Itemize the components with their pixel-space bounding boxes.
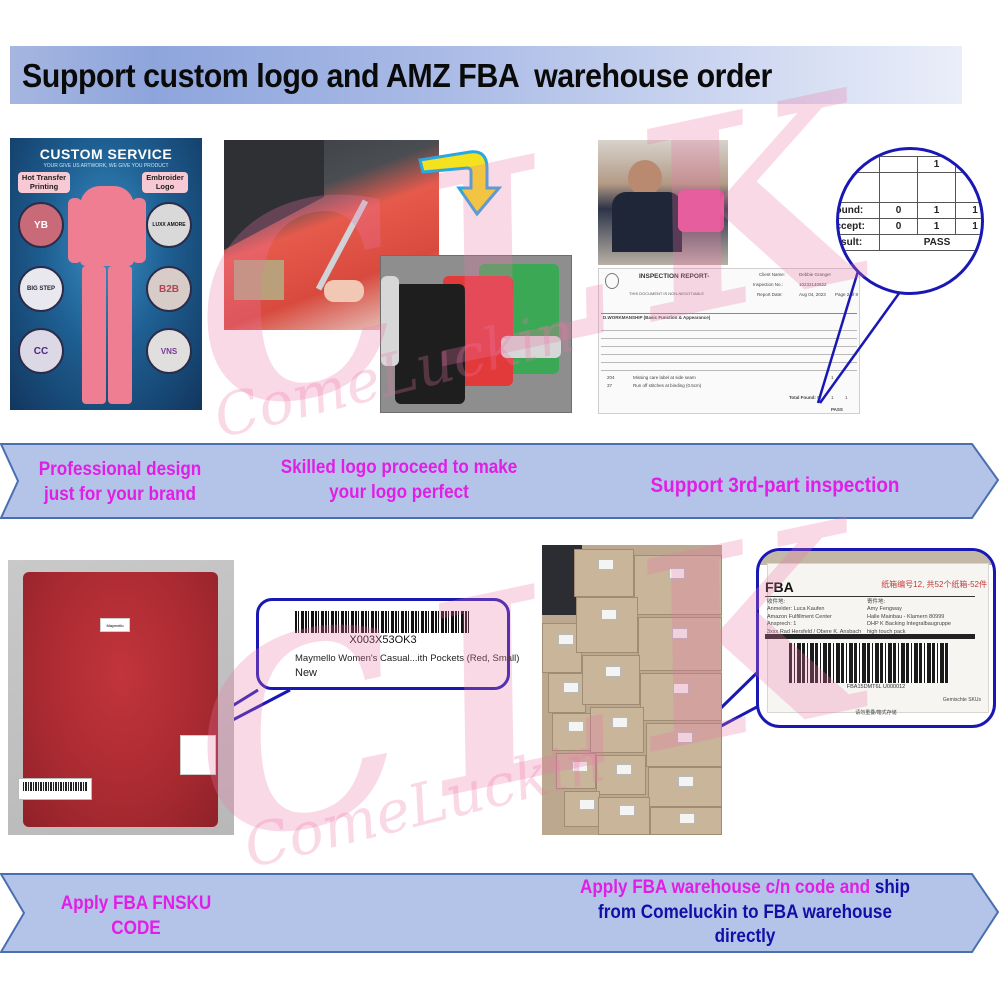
- client-name: Debbie Granger: [799, 272, 832, 277]
- inspector-head: [628, 160, 662, 196]
- found-label: ound:: [839, 202, 880, 219]
- black-jacket: [395, 284, 465, 404]
- report-notice: THIS DOCUMENT IS NON-NEGOTIABLE: [629, 291, 705, 296]
- pants-leg-right: [108, 266, 132, 404]
- varsity-jackets-photo: [380, 255, 572, 413]
- defect-desc-1: Missing care label at side seam: [633, 375, 696, 380]
- hoodie-sleeve-right: [132, 198, 146, 263]
- band1-item-logo: Skilled logo proceed to make your logo p…: [280, 457, 518, 503]
- result-pass: PASS: [879, 234, 981, 251]
- defect-code-1: 204: [607, 375, 615, 380]
- custom-service-heading: CUSTOM SERVICE: [39, 146, 173, 162]
- report-result: PASS: [831, 407, 843, 412]
- workmanship-section: D.WORKMANSHIP (Basic Function & Appearan…: [603, 315, 711, 320]
- inspection-report: INSPECTION REPORT- THIS DOCUMENT IS NON-…: [598, 268, 860, 414]
- bureau-veritas-logo: [605, 273, 619, 289]
- fba-carton-number: 纸箱编号12, 共52个纸箱-52件: [881, 580, 987, 589]
- defect-desc-2: Run off stitches at binding (0.5cm): [633, 383, 702, 388]
- inspector-photo: [598, 140, 728, 265]
- defect-code-2: 37: [607, 383, 613, 388]
- result-label: esult:: [839, 234, 880, 251]
- feature-band-1: Professional design just for your brand …: [0, 442, 1000, 522]
- fnsku-code: X003X53OK3: [349, 634, 417, 646]
- page-title: Support custom logo and AMZ FBA warehous…: [22, 57, 772, 94]
- fba-barcode: [789, 643, 949, 683]
- grey-sleeve-2: [501, 336, 561, 358]
- fba-sender: 寄件地: Amy Fengway Halle Mainbau - Klamern…: [867, 599, 951, 635]
- inspector-shirt: [612, 192, 682, 252]
- sample-vns: VNS: [146, 328, 192, 374]
- pants-leg-left: [82, 266, 106, 404]
- cork-pad: [234, 260, 284, 300]
- hoodie-figure: [80, 186, 134, 266]
- band1-item-design: Professional design just for your brand: [38, 459, 202, 505]
- report-page: Page 2 of 8: [835, 292, 859, 297]
- total-found-label: Total Found:: [789, 395, 816, 400]
- product-name: Maymello Women's Casual...ith Pockets (R…: [295, 653, 520, 664]
- total-found-1: 1: [831, 395, 834, 400]
- fnsku-barcode: [295, 611, 470, 633]
- ruler: [315, 199, 369, 291]
- accept-label: ccept:: [839, 218, 880, 235]
- fba-barcode-text: FBA15DMT6L U000012: [846, 684, 906, 690]
- fnsku-sticker: [18, 778, 92, 800]
- hand: [324, 280, 364, 302]
- neck-label: Maymello: [100, 618, 130, 632]
- hot-transfer-tag: Hot Transfer Printing: [18, 172, 70, 194]
- sample-yb: YB: [18, 202, 64, 248]
- result-mini-table: 1 1 ound:011 ccept:011 esult:PASS: [839, 156, 981, 251]
- client-name-label: Client Name:: [759, 272, 786, 277]
- press-plate: [224, 140, 324, 250]
- hoodie-sleeve-left: [68, 198, 82, 263]
- fba-mixed-skus: Gemischte SKUs: [942, 697, 981, 703]
- sample-big-step: BIG STEP: [18, 266, 64, 312]
- sticker-barcode: [23, 782, 87, 791]
- fnsku-callout: X003X53OK3 Maymello Women's Casual...ith…: [256, 598, 519, 690]
- inspection-no: 10232140822: [799, 282, 827, 287]
- fba-bottom-note: 请勿重叠/箱式存储: [855, 710, 897, 716]
- defect-major-1: 1: [831, 375, 834, 380]
- fba-label-callout: FBA 纸箱编号12, 共52个纸箱-52件 收件地: Anmelder: Lu…: [756, 548, 996, 728]
- inspection-no-label: Inspection No.:: [753, 282, 784, 287]
- curved-arrow-icon: [418, 150, 503, 217]
- report-date: Aug 04, 2023: [799, 292, 826, 297]
- packaged-shirt-photo: Maymello: [8, 560, 234, 835]
- sample-b2b: B2B: [146, 266, 192, 312]
- report-title: INSPECTION REPORT-: [639, 273, 710, 280]
- sample-cc: CC: [18, 328, 64, 374]
- band2-item-ship: Apply FBA warehouse c/n code and ship fr…: [579, 877, 911, 948]
- fba-label-title: FBA: [765, 579, 794, 595]
- pink-garment: [678, 190, 724, 232]
- custom-service-subheading: YOUR GIVE US ARTWORK, WE GIVE YOU PRODUC…: [43, 163, 169, 169]
- band2-item-fnsku: Apply FBA FNSKU CODE: [60, 893, 212, 939]
- criteria-table: [601, 323, 857, 371]
- total-found-2: 1: [845, 395, 848, 400]
- product-condition: New: [295, 667, 318, 679]
- fba-recipient: 收件地: Anmelder: Luca Kaufen Amazon Fulfil…: [767, 599, 862, 635]
- band1-item-inspection: Support 3rd-part inspection: [650, 474, 900, 497]
- report-date-label: Report Date:: [757, 292, 783, 297]
- inspection-result-callout: 1 1 ound:011 ccept:011 esult:PASS: [836, 147, 984, 295]
- warning-label: [180, 735, 216, 775]
- total-found-0: 0: [817, 395, 820, 400]
- custom-service-panel: CUSTOM SERVICE YOUR GIVE US ARTWORK, WE …: [10, 138, 202, 410]
- grey-sleeve: [381, 276, 399, 366]
- sample-luxx-amore: LUXX AMORE: [146, 202, 192, 248]
- title-banner: [10, 46, 962, 104]
- feature-band-2: Apply FBA FNSKU CODE Apply FBA warehouse…: [0, 872, 1000, 954]
- carton-stack-photo: [542, 545, 722, 835]
- embroider-tag: Embroider Logo: [142, 172, 188, 194]
